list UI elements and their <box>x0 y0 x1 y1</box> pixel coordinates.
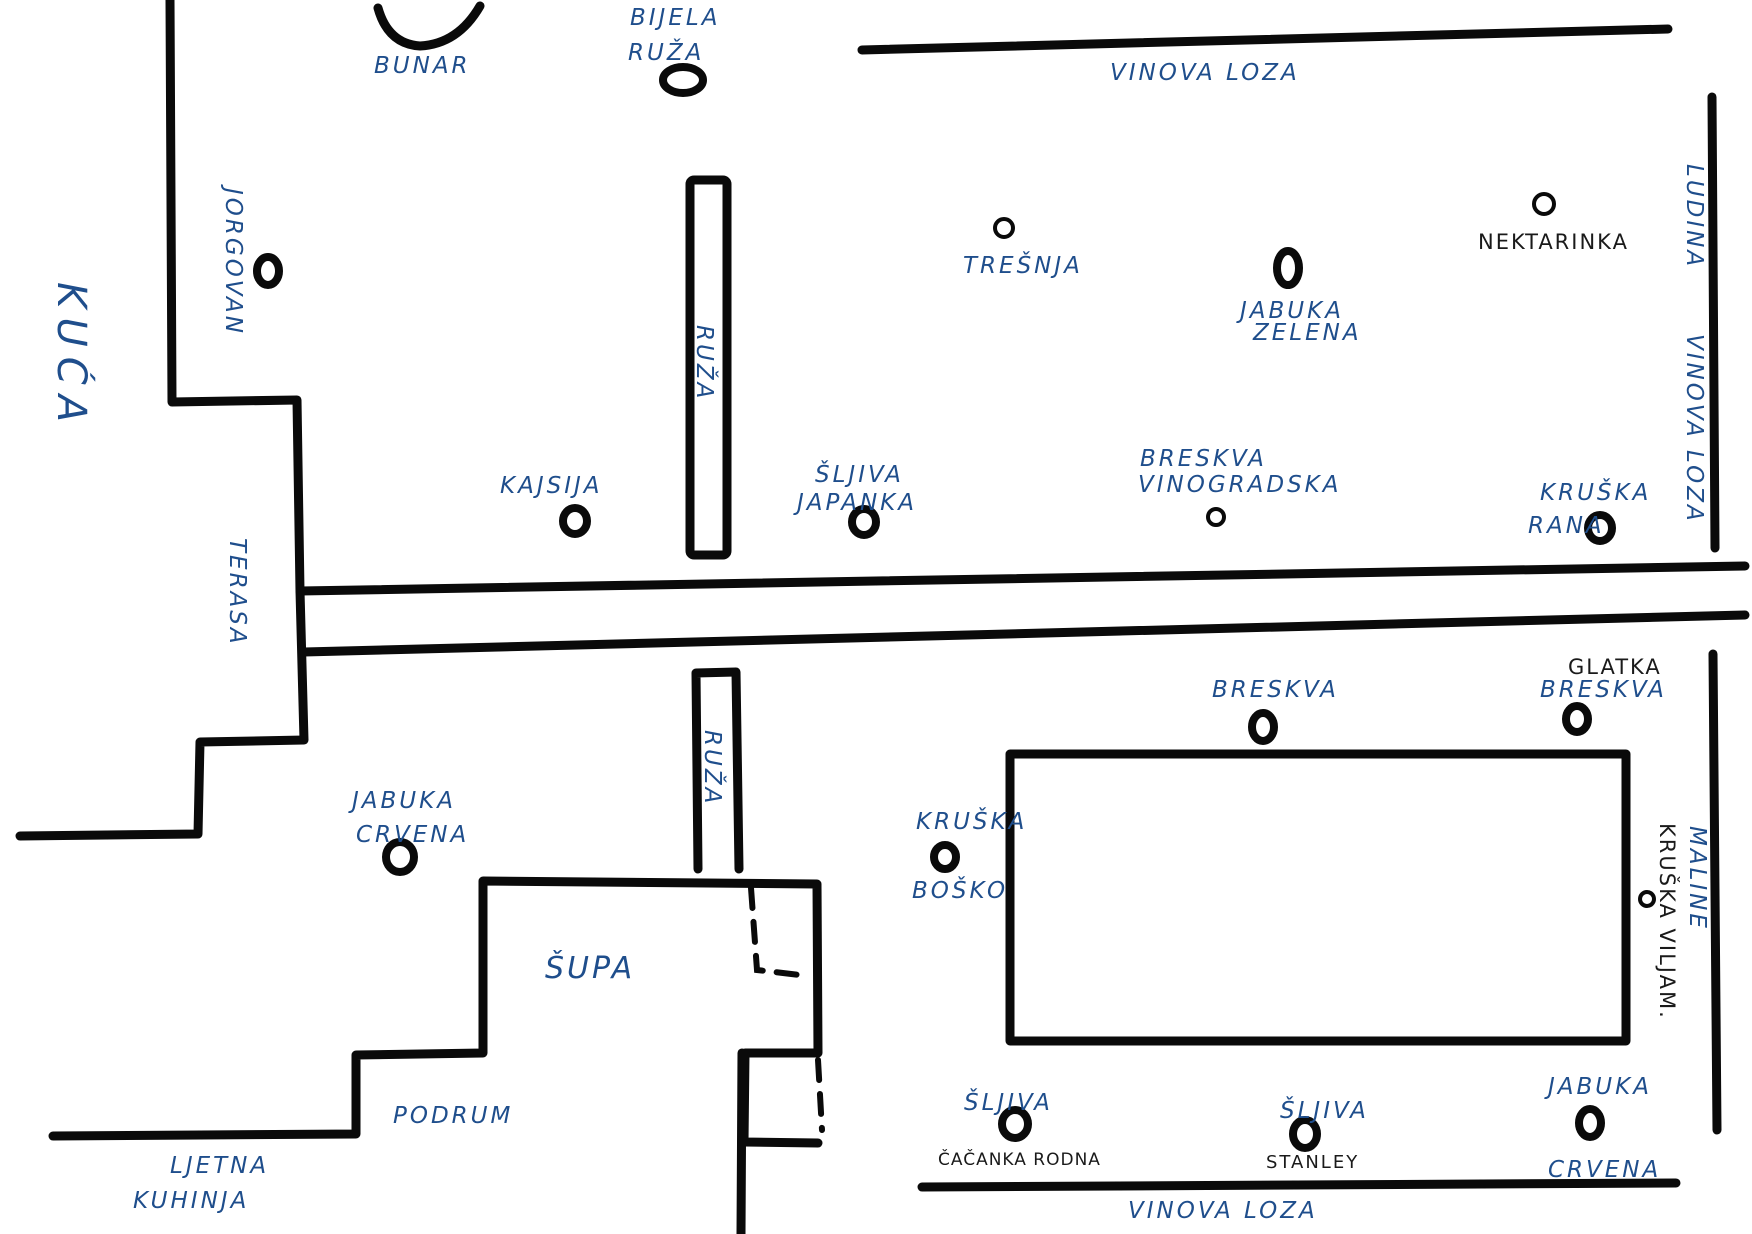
label-jorgovan: JORGOVAN <box>220 184 246 336</box>
label-jabuka-crvena-1: JABUKA <box>348 788 456 814</box>
tree-jabuka-crvena-se <box>1575 1105 1605 1141</box>
label-bunar: BUNAR <box>374 53 471 79</box>
label-kruska-bosko-1: KRUŠKA <box>916 807 1027 835</box>
tree-glatka-breskva <box>1562 702 1592 736</box>
central-garden-bed <box>1005 749 1631 1046</box>
label-supa: ŠUPA <box>545 949 635 986</box>
label-kruska-bosko-2: BOŠKO <box>912 876 1008 904</box>
tree-kruska-bosko <box>930 841 960 873</box>
vine-line-right-north <box>1707 92 1720 553</box>
tree-nektarinka <box>1532 192 1556 216</box>
tree-jabuka-crvena <box>382 838 418 876</box>
tree-kruska-viljam <box>1638 890 1656 908</box>
tree-jorgovan <box>253 253 283 289</box>
tree-kajsija <box>559 504 591 538</box>
tree-breskva-vinogradska <box>1206 507 1226 527</box>
label-glatka-breskva: BRESKVA <box>1540 677 1667 703</box>
label-sljiva-japanka-2: JAPANKA <box>793 490 917 516</box>
label-jabuka-crvena-2: CRVENA <box>356 822 469 848</box>
house-wall <box>15 0 309 841</box>
label-terasa: TERASA <box>224 538 250 647</box>
label-jabuka-crvena-se-1: JABUKA <box>1544 1074 1652 1100</box>
label-jabuka-zelena-1: JABUKA <box>1236 298 1344 324</box>
label-nektarinka: NEKTARINKA <box>1478 230 1629 254</box>
label-sljiva-cacanka-1: ŠLJIVA <box>964 1088 1053 1116</box>
rose-bed-south <box>691 667 744 874</box>
tree-tresnja <box>993 217 1015 239</box>
label-breskva-vino-1: BRESKVA <box>1140 446 1267 472</box>
label-jabuka-zelena-2: ZELENA <box>1252 320 1362 346</box>
label-vinova-loza-top: VINOVA LOZA <box>1110 60 1300 86</box>
label-podrum: PODRUM <box>393 1103 513 1129</box>
maline-line <box>1708 649 1722 1135</box>
label-sljiva-stanley-2: STANLEY <box>1266 1152 1359 1173</box>
vine-line-top <box>857 24 1673 55</box>
label-kruska-rana-1: KRUŠKA <box>1540 478 1651 506</box>
label-kruska-viljam: KRUŠKA VILJAM. <box>1655 823 1680 1020</box>
label-maline: MALINE <box>1684 826 1710 931</box>
path-north-edge <box>295 561 1750 596</box>
label-kruska-rana-2: RANA <box>1528 513 1605 539</box>
supa-dashed-door <box>748 885 803 978</box>
tree-bijela-ruza <box>659 63 707 97</box>
label-tresnja: TREŠNJA <box>963 251 1083 279</box>
tree-sljiva-stanley <box>1289 1116 1321 1152</box>
label-sljiva-japanka-1: ŠLJIVA <box>815 460 904 488</box>
bunar-well <box>373 1 485 51</box>
label-sljiva-stanley-1: ŠLJIVA <box>1280 1096 1369 1124</box>
vine-line-bottom <box>917 1178 1681 1192</box>
label-ruza-bed-south: RUŽA <box>699 730 727 806</box>
label-kuhinja: KUHINJA <box>133 1188 249 1214</box>
label-ludina: LUDINA <box>1681 164 1707 269</box>
label-sljiva-cacanka-2: ČAČANKA RODNA <box>938 1148 1101 1170</box>
label-ruza-bed-north: RUŽA <box>691 325 719 401</box>
tree-sljiva-japanka <box>848 505 880 539</box>
supa-shed-door <box>736 1048 747 1234</box>
label-breskva-vino-2: VINOGRADSKA <box>1138 472 1342 498</box>
tree-breskva <box>1248 709 1278 745</box>
label-kajsija: KAJSIJA <box>500 473 603 499</box>
label-bijela: BIJELA <box>630 5 720 31</box>
label-vinova-loza-bottom: VINOVA LOZA <box>1128 1198 1318 1224</box>
label-kuca: KUĆA <box>48 282 96 432</box>
label-vinova-loza-right: VINOVA LOZA <box>1681 334 1707 524</box>
tree-jabuka-zelena <box>1273 247 1303 289</box>
path-south-edge <box>299 610 1750 657</box>
label-ljetna: LJETNA <box>170 1153 269 1179</box>
label-breskva: BRESKVA <box>1212 677 1339 703</box>
label-jabuka-crvena-se-2: CRVENA <box>1548 1157 1661 1183</box>
tree-sljiva-cacanka <box>998 1106 1032 1142</box>
label-glatka: GLATKA <box>1568 655 1662 679</box>
tree-kruska-rana <box>1584 511 1616 545</box>
label-ruza-top: RUŽA <box>628 38 704 66</box>
rose-bed-north <box>685 175 732 560</box>
podrum-dashed <box>815 1057 825 1133</box>
